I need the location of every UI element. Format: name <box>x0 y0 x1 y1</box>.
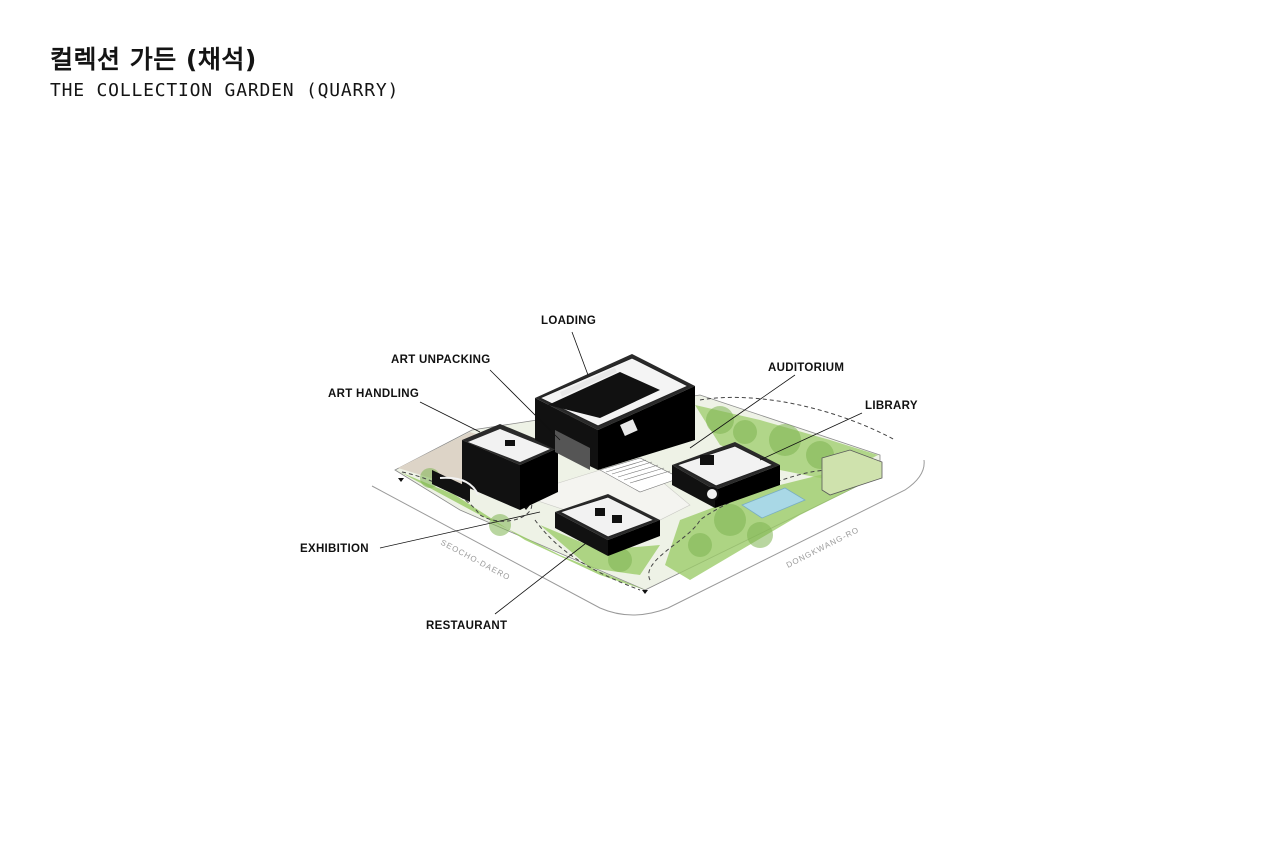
leader-lines <box>379 331 863 615</box>
label-restaurant: RESTAURANT <box>426 620 507 632</box>
reflecting-pool <box>741 487 806 519</box>
auditorium-building <box>672 442 780 508</box>
lawn-west <box>400 472 645 590</box>
label-art-handling: ART HANDLING <box>328 388 419 400</box>
central-stairs <box>599 457 681 493</box>
loading-building <box>535 354 695 470</box>
tree-canopy <box>420 406 857 572</box>
east-pavilion <box>821 449 883 496</box>
street-label-west: SEOCHO-DAERO <box>439 538 512 582</box>
garden-path <box>401 396 896 591</box>
label-exhibition: EXHIBITION <box>300 543 369 555</box>
street-label-east: DONGKWANG-RO <box>785 525 861 570</box>
label-auditorium: AUDITORIUM <box>768 362 844 374</box>
street-curb <box>371 459 925 616</box>
label-loading: LOADING <box>541 315 596 327</box>
page-title-english: THE COLLECTION GARDEN (QUARRY) <box>50 80 400 101</box>
label-art-unpacking: ART UNPACKING <box>391 354 491 366</box>
restaurant-building <box>555 494 660 556</box>
art-handling-building <box>432 424 558 510</box>
label-library: LIBRARY <box>865 400 918 412</box>
page-title-korean: 컬렉션 가든 (채석) <box>50 45 257 74</box>
lawn-east <box>665 470 880 580</box>
